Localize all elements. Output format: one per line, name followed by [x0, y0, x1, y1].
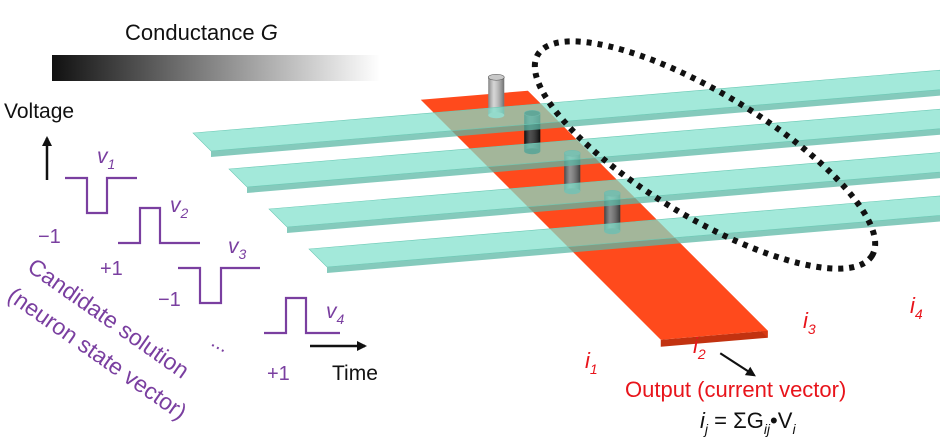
output-i3-label: i3 [803, 308, 816, 337]
row-electrode-side-3 [287, 172, 940, 233]
pulse-v1 [65, 176, 137, 215]
value-v2: +1 [100, 258, 123, 280]
value-v4: +1 [267, 363, 290, 385]
v2-label: v2 [170, 194, 189, 221]
output-arrow-1 [719, 352, 756, 377]
value-v3: −1 [158, 289, 181, 311]
memristor-top-1-1 [487, 73, 505, 81]
row-electrode-2 [228, 108, 940, 188]
v3-label: v3 [228, 235, 247, 262]
pulse-v2 [118, 206, 200, 245]
highlight-ellipse [531, 38, 879, 272]
value-v1: −1 [38, 226, 61, 248]
row-electrode-1 [192, 69, 940, 152]
memristor-shade-1-1 [488, 77, 505, 116]
output-arrows [719, 352, 756, 377]
v1-label: v1 [97, 145, 115, 172]
row-electrodes [192, 69, 940, 273]
pulse-v3 [178, 266, 260, 305]
row-electrode-3 [268, 152, 940, 228]
output-i4-label: i4 [910, 293, 923, 322]
row-electrode-side-1 [211, 89, 940, 157]
column-electrode-side-1 [660, 330, 768, 347]
time-axis-label: Time [332, 362, 378, 385]
formula: ij = ΣGij•Vi [700, 408, 796, 437]
conductance-colorbar [52, 55, 380, 81]
row-electrode-4 [308, 195, 940, 268]
output-i1-label: i1 [585, 348, 598, 377]
v4-label: v4 [326, 300, 345, 327]
voltage-axis-label: Voltage [4, 100, 74, 123]
output-label: Output (current vector) [625, 377, 846, 402]
output-i2-label: i2 [693, 333, 706, 362]
colorbar-label: Conductance G [125, 20, 278, 45]
ellipsis: ... [208, 330, 233, 357]
voltage-pulses [65, 176, 340, 335]
row-electrode-side-4 [327, 215, 940, 273]
row-electrode-side-2 [247, 128, 940, 193]
pulse-v4 [264, 296, 340, 335]
